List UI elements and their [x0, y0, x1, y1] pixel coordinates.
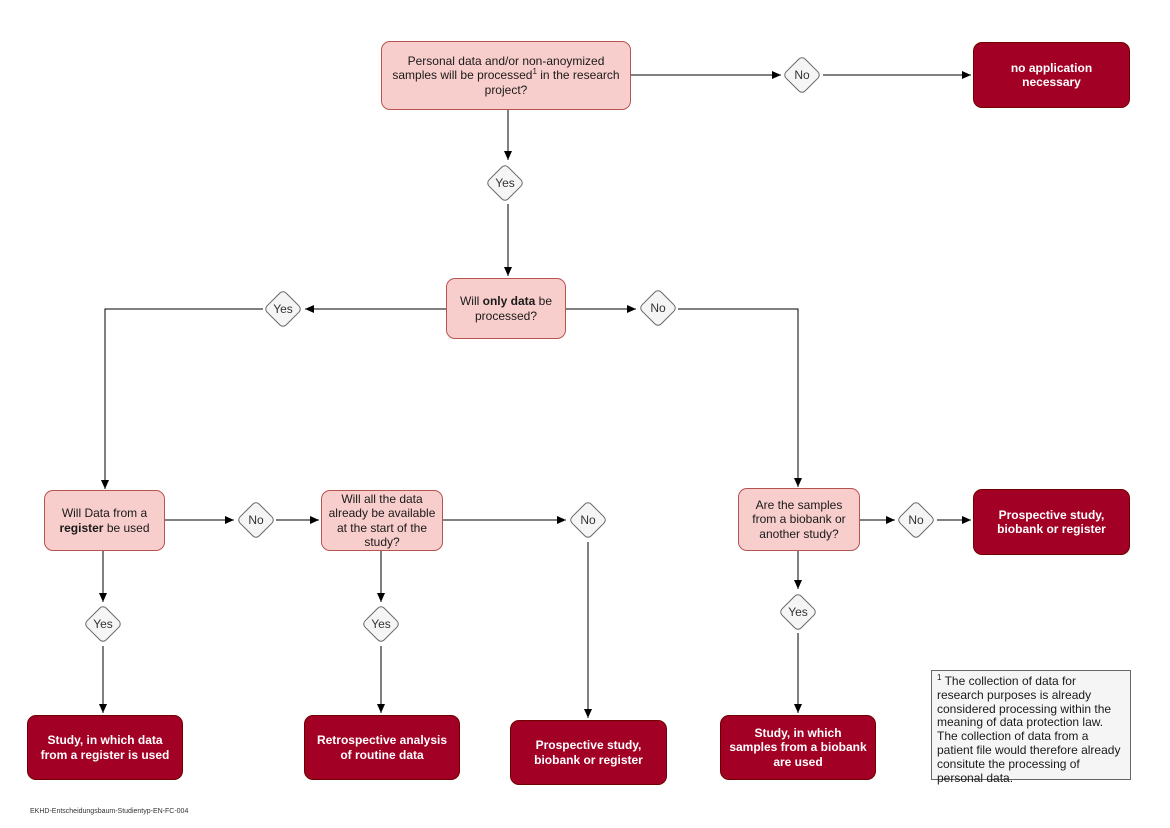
question-register-label: Will Data from a register be used: [59, 506, 150, 535]
decision-no-biobank: No: [896, 500, 936, 540]
question-data-available: Will all the data already be available a…: [321, 490, 443, 551]
decision-label: No: [650, 301, 666, 315]
decision-label: No: [580, 513, 596, 527]
connector: [678, 308, 802, 487]
question-only-data: Will only data be processed?: [446, 278, 566, 339]
decision-label: Yes: [93, 617, 113, 631]
decision-yes-personal: Yes: [485, 163, 525, 203]
decision-label: No: [794, 68, 810, 82]
decision-yes-register: Yes: [83, 604, 123, 644]
decision-yes-biobank: Yes: [778, 592, 818, 632]
decision-no-only-data: No: [638, 288, 678, 328]
outcome-retrospective: Retrospective analysis of routine data: [304, 715, 460, 780]
question-only-data-label: Will only data be processed?: [459, 294, 553, 323]
question-personal-data: Personal data and/or non-anoymized sampl…: [381, 41, 631, 110]
outcome-biobank-study-label: Study, in which samples from a biobank a…: [729, 725, 867, 769]
question-biobank-label: Are the samples from a biobank or anothe…: [752, 497, 846, 541]
question-personal-data-label: Personal data and/or non-anoymized sampl…: [392, 53, 620, 97]
decision-label: Yes: [273, 302, 293, 316]
decision-no-register: No: [236, 500, 276, 540]
document-id: EKHD-Entscheidungsbaum-Studientyp-EN-FC-…: [30, 808, 189, 815]
decision-label: Yes: [788, 605, 808, 619]
question-biobank: Are the samples from a biobank or anothe…: [738, 488, 860, 551]
outcome-no-application-label: no application necessary: [1010, 60, 1093, 89]
decision-no-application: No: [782, 55, 822, 95]
outcome-retrospective-label: Retrospective analysis of routine data: [316, 733, 448, 762]
outcome-prospective-top: Prospective study, biobank or register: [973, 489, 1130, 555]
decision-label: No: [248, 513, 264, 527]
outcome-prospective-top-label: Prospective study, biobank or register: [997, 507, 1106, 536]
footnote-box: 1 The collection of data for research pu…: [931, 670, 1131, 784]
decision-label: Yes: [371, 617, 391, 631]
footnote-text: The collection of data for research purp…: [937, 674, 1121, 785]
question-register: Will Data from a register be used: [44, 490, 165, 551]
outcome-prospective-mid-label: Prospective study, biobank or register: [534, 738, 643, 767]
decision-label: No: [908, 513, 924, 527]
decision-label: Yes: [495, 176, 515, 190]
decision-yes-available: Yes: [361, 604, 401, 644]
outcome-no-application: no application necessary: [973, 42, 1130, 108]
outcome-biobank-study: Study, in which samples from a biobank a…: [720, 715, 876, 780]
decision-no-available: No: [568, 500, 608, 540]
outcome-prospective-mid: Prospective study, biobank or register: [510, 720, 667, 785]
footnote-marker: 1: [937, 673, 942, 682]
outcome-register-study-label: Study, in which data from a register is …: [40, 733, 170, 762]
outcome-register-study: Study, in which data from a register is …: [27, 715, 183, 780]
question-data-available-label: Will all the data already be available a…: [328, 491, 436, 549]
decision-yes-only-data: Yes: [263, 289, 303, 329]
connector: [101, 308, 263, 489]
